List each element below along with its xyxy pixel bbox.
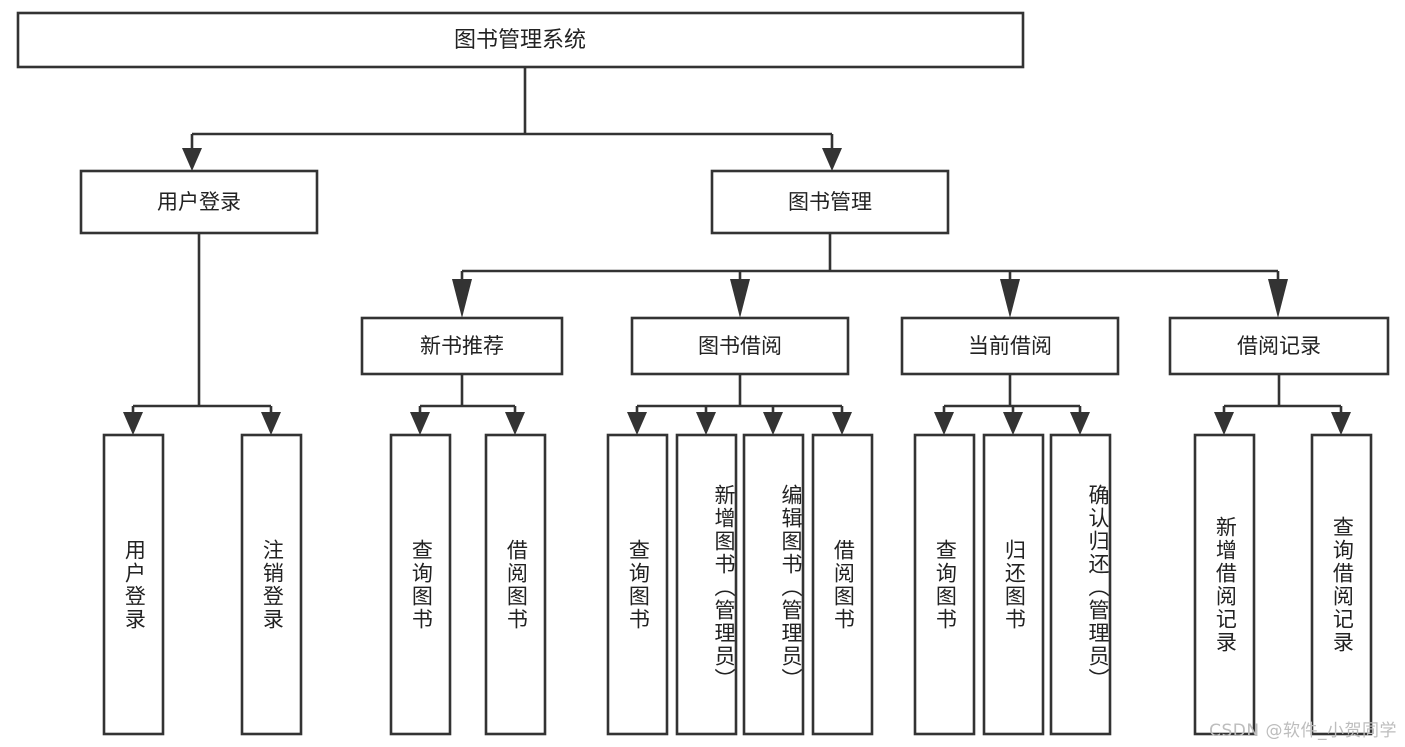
borrow-record-label: 借阅记录 [1237, 334, 1321, 358]
connector-bookmgmt-to-level2 [452, 233, 1288, 318]
leaf-box-borrow-book-2[interactable] [811, 433, 874, 736]
current-borrow-label: 当前借阅 [968, 334, 1052, 358]
root-box[interactable] [16, 11, 1025, 69]
new-book-recommend-box[interactable] [360, 316, 564, 376]
node-book-borrow[interactable]: 图书借阅 [630, 316, 850, 376]
connector-currentborrow-to-leaves [934, 374, 1090, 435]
leaf-box-logout-login[interactable] [240, 433, 303, 736]
connector-bookborrow-to-leaves [627, 374, 852, 435]
arrowhead-down-icon [410, 412, 430, 435]
arrowhead-down-icon [1070, 412, 1090, 435]
arrowhead-down-icon [1268, 279, 1288, 318]
connector-userlogin-to-leaves [123, 233, 281, 435]
user-login-box[interactable] [79, 169, 319, 235]
leaf-box-query-book-3[interactable] [913, 433, 976, 736]
leaf-box-user-login[interactable] [102, 433, 165, 736]
arrowhead-down-icon [505, 412, 525, 435]
leaf-box-borrow-book-1[interactable] [484, 433, 547, 736]
arrowhead-down-icon [123, 412, 143, 435]
current-borrow-box[interactable] [900, 316, 1120, 376]
node-root[interactable]: 图书管理系统 [16, 11, 1025, 69]
leaf-box-add-borrow-record[interactable] [1193, 433, 1256, 736]
arrowhead-down-icon [182, 148, 202, 171]
csdn-watermark: CSDN @软件_小贺同学 [1209, 721, 1397, 741]
leaf-box-edit-book-admin[interactable] [742, 433, 805, 736]
arrowhead-down-icon [934, 412, 954, 435]
node-book-management[interactable]: 图书管理 [710, 169, 950, 235]
book-borrow-label: 图书借阅 [698, 334, 782, 358]
arrowhead-down-icon [696, 412, 716, 435]
arrowhead-down-icon [1214, 412, 1234, 435]
node-new-book-recommend[interactable]: 新书推荐 [360, 316, 564, 376]
node-current-borrow[interactable]: 当前借阅 [900, 316, 1120, 376]
arrowhead-down-icon [730, 279, 750, 318]
leaf-box-confirm-return-admin[interactable] [1049, 433, 1112, 736]
connector-root-to-level1 [182, 67, 842, 171]
arrowhead-down-icon [763, 412, 783, 435]
arrowhead-down-icon [627, 412, 647, 435]
node-user-login[interactable]: 用户登录 [79, 169, 319, 235]
new-book-recommend-label: 新书推荐 [420, 334, 504, 358]
node-borrow-record[interactable]: 借阅记录 [1168, 316, 1390, 376]
leaf-box-return-book[interactable] [982, 433, 1045, 736]
arrowhead-down-icon [452, 279, 472, 318]
leaf-box-query-book-1[interactable] [389, 433, 452, 736]
arrowhead-down-icon [1000, 279, 1020, 318]
leaf-box-add-book-admin[interactable] [675, 433, 738, 736]
arrowhead-down-icon [1331, 412, 1351, 435]
user-login-label: 用户登录 [157, 190, 241, 214]
arrowhead-down-icon [261, 412, 281, 435]
connector-borrowrecord-to-leaves [1214, 374, 1351, 435]
arrowhead-down-icon [832, 412, 852, 435]
leaf-box-query-borrow-record[interactable] [1310, 433, 1373, 736]
connector-newbook-to-leaves [410, 374, 525, 435]
arrowhead-down-icon [822, 148, 842, 171]
leaf-box-query-book-2[interactable] [606, 433, 669, 736]
book-management-label: 图书管理 [788, 190, 872, 214]
root-label: 图书管理系统 [454, 28, 586, 53]
arrowhead-down-icon [1003, 412, 1023, 435]
